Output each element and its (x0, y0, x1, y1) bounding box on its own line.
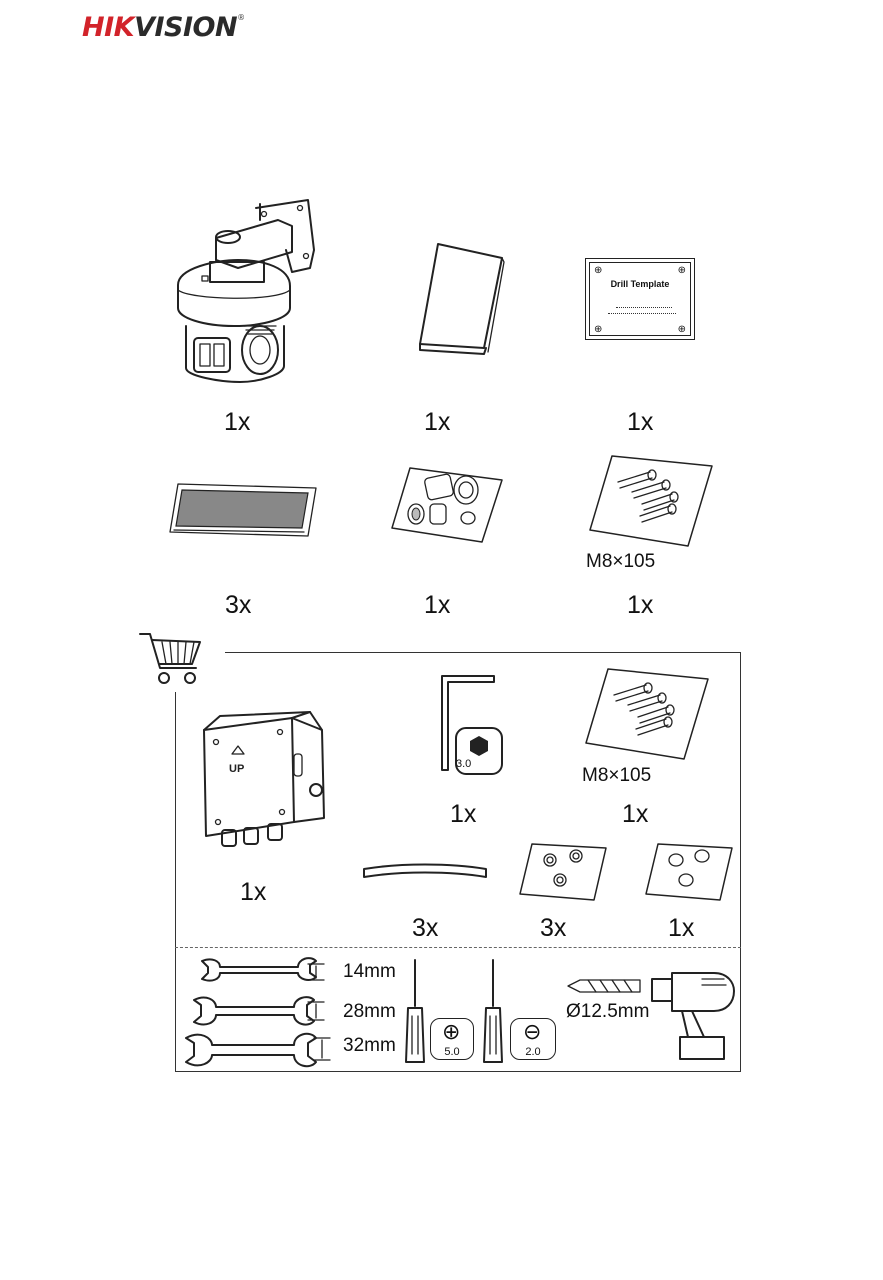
flat-size-badge: ⊖ 2.0 (510, 1018, 556, 1060)
qty-connector: 1x (424, 593, 450, 618)
hikvision-logo: HIKVISION® (82, 14, 245, 41)
hex-key-icon (436, 670, 508, 775)
spec-expansion-screw: M8×105 (586, 552, 655, 571)
wrench-icon (182, 1030, 330, 1070)
crosshair-icon: ⊕ (594, 324, 602, 335)
shopping-cart-icon (138, 630, 206, 686)
waterproof-tube-icon (360, 855, 490, 885)
svg-text:UP: UP (229, 763, 244, 775)
qty-camera: 1x (224, 410, 250, 435)
qty-expansion-screw: 1x (627, 593, 653, 618)
phillips-size-badge: ⊕ 5.0 (430, 1018, 474, 1060)
wrench-size-28: 28mm (343, 1002, 396, 1021)
hex-key-size: 3.0 (456, 758, 471, 770)
qty-drill-template: 1x (627, 410, 653, 435)
crosshair-icon: ⊕ (678, 265, 686, 276)
drill-template-icon: Drill Template ⊕ ⊕ ⊕ ⊕ (585, 258, 695, 340)
ptz-camera-icon (160, 190, 330, 390)
dimension-mark-icon (306, 1000, 326, 1022)
drill-template-label: Drill Template (586, 279, 694, 289)
electric-drill-icon (644, 965, 736, 1065)
drill-bit-size: Ø12.5mm (566, 1002, 649, 1021)
drill-bit-icon (566, 974, 646, 998)
crosshair-icon: ⊕ (594, 265, 602, 276)
crosshair-icon: ⊕ (678, 324, 686, 335)
waterproof-connector-icon (390, 462, 505, 544)
manual-booklet-icon (410, 240, 510, 355)
wrench-size-14: 14mm (343, 962, 396, 981)
wrench-size-32: 32mm (343, 1036, 396, 1055)
tools-divider (175, 947, 741, 948)
qty-plug-bag-1: 3x (540, 916, 566, 941)
phillips-head-icon: ⊕ (442, 1021, 460, 1043)
phillips-screwdriver-icon (402, 958, 428, 1066)
qty-manual: 1x (424, 410, 450, 435)
dimension-mark-icon (312, 1036, 332, 1062)
dimension-mark-icon (306, 962, 326, 982)
flat-screwdriver-icon (480, 958, 506, 1066)
waterproof-plug-bag-icon (644, 840, 734, 902)
expansion-screw-bag-icon (588, 452, 714, 548)
waterproof-plug-bag-icon (518, 840, 608, 902)
junction-box-icon: UP (196, 712, 331, 852)
qty-plug-bag-2: 1x (668, 916, 694, 941)
expansion-screw-bag-icon (584, 665, 710, 761)
qty-desiccant: 3x (225, 593, 251, 618)
spec-optional-expansion-screw: M8×105 (582, 766, 651, 785)
qty-optional-expansion-screw: 1x (622, 802, 648, 827)
desiccant-bag-icon (168, 480, 318, 540)
flat-head-icon: ⊖ (523, 1021, 541, 1043)
qty-waterproof-tube: 3x (412, 916, 438, 941)
qty-junction-box: 1x (240, 880, 266, 905)
qty-hex-key: 1x (450, 802, 476, 827)
